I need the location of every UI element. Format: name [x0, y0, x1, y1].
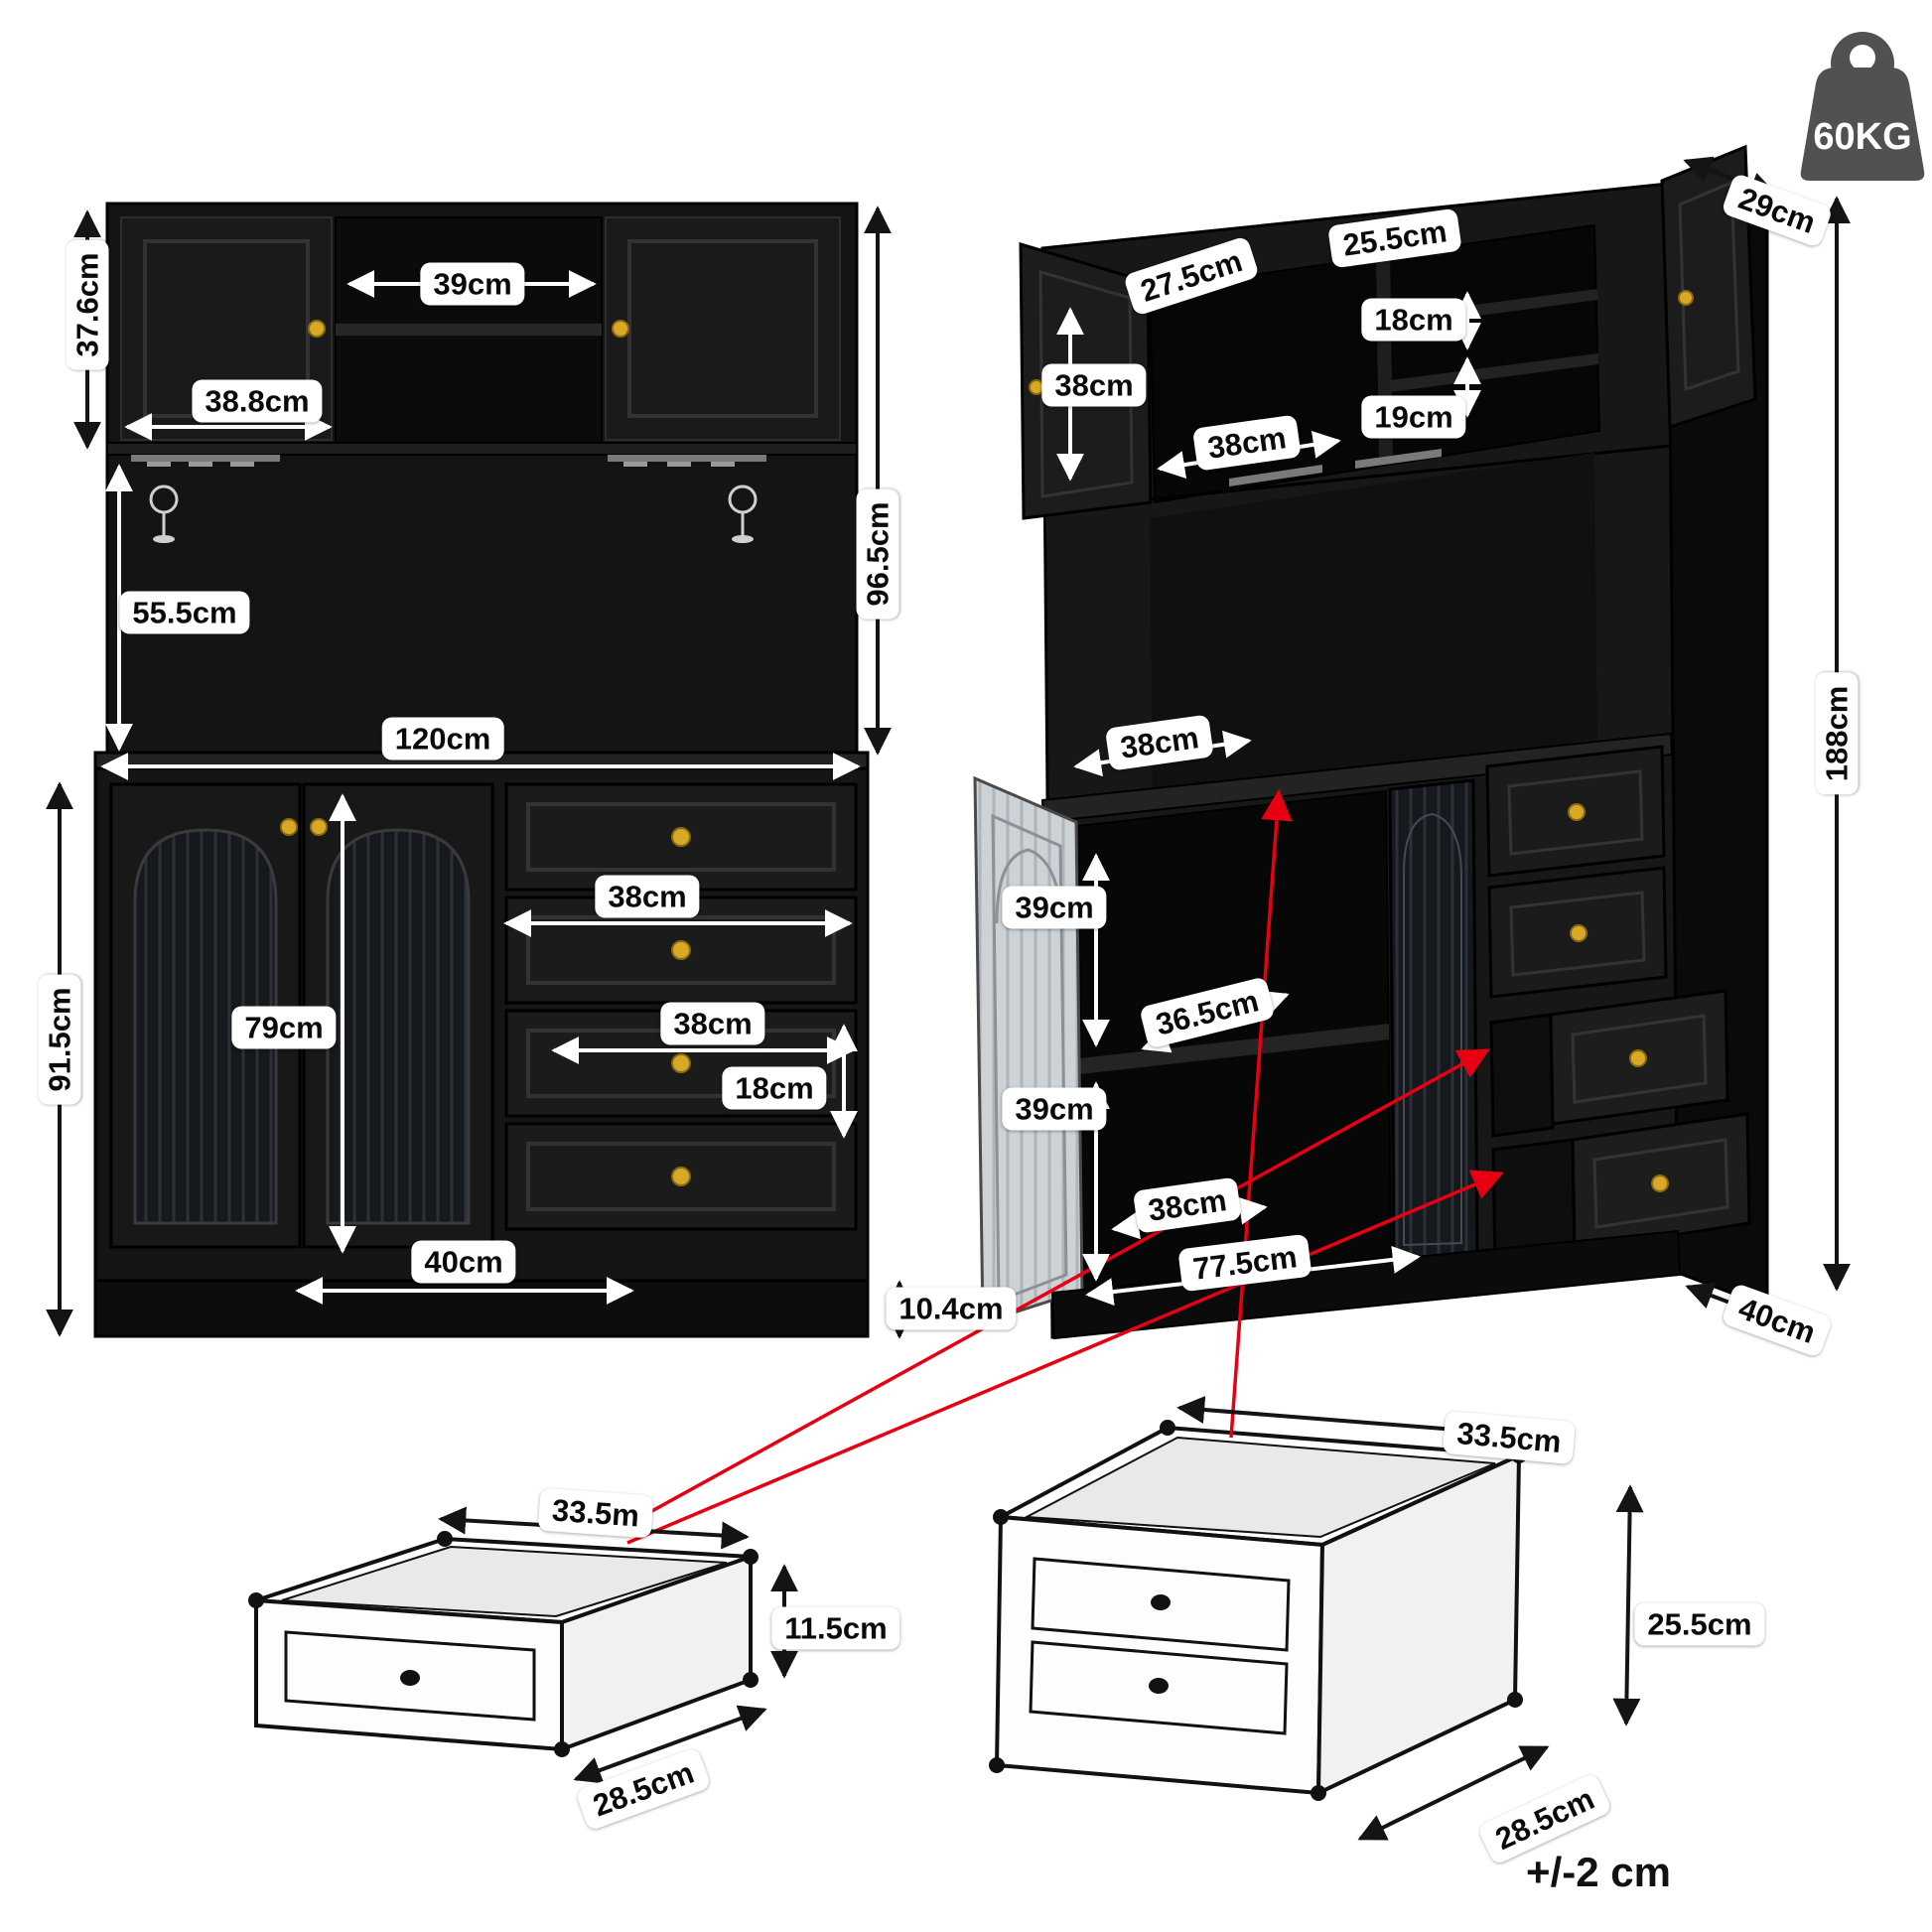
- hutch-right-door-open: [1660, 144, 1757, 430]
- drawer-knob: [671, 1167, 691, 1186]
- tolerance-note: +/-2 cm: [1526, 1849, 1671, 1895]
- drawer-front: [1487, 866, 1668, 999]
- drawer-pulled-out: [1491, 1112, 1751, 1265]
- dim-arrow-large-drawer-depth: [1357, 1745, 1550, 1841]
- drawer-front-panel: [1029, 1640, 1289, 1735]
- open-back-panel: [1150, 453, 1597, 806]
- hutch-bottom-board: [106, 442, 858, 456]
- drawer-knob: [1570, 924, 1587, 942]
- drawer-knob: [1568, 803, 1586, 821]
- drawer-knob: [1629, 1049, 1647, 1067]
- drawer-front-panel: [284, 1630, 536, 1722]
- drawer-knob: [671, 827, 691, 847]
- large-drawer-detail: [989, 1420, 1527, 1801]
- drawer-front: [504, 896, 858, 1005]
- drawer-knob: [671, 940, 691, 960]
- drawer-knob: [400, 1670, 420, 1686]
- door-knob: [308, 320, 326, 338]
- drawer-callout-lines: [619, 788, 1504, 1545]
- weight-capacity-icon: 60KG: [1800, 32, 1925, 181]
- hutch-open-shelf: [335, 216, 603, 451]
- wine-glass-icon: [728, 484, 758, 543]
- dim-arrow-large-drawer-height: [1612, 1484, 1644, 1726]
- door-knob: [612, 320, 629, 338]
- drawer-knob: [1149, 1678, 1169, 1694]
- drawer-knob: [1151, 1594, 1171, 1610]
- cabinet-open-view: [973, 144, 1769, 1340]
- drawer-knob: [1651, 1174, 1669, 1192]
- weight-capacity-label: 60KG: [1813, 116, 1911, 158]
- cabinet-front-view: [93, 202, 870, 1338]
- hutch-right-door: [605, 216, 841, 441]
- open-view-drawer-stack: [1485, 745, 1751, 1265]
- door-knob: [280, 818, 298, 836]
- drawer-knob: [671, 1053, 691, 1073]
- callout-line: [1229, 788, 1293, 1439]
- drawer-front: [1485, 745, 1666, 878]
- drawer-front-panel: [1031, 1557, 1291, 1652]
- small-drawer-detail: [248, 1531, 759, 1757]
- drawer-pulled-out: [1489, 989, 1729, 1138]
- wine-glass-rack-right: [608, 455, 766, 543]
- wine-glass-rack-left: [131, 455, 280, 543]
- drawer-front: [504, 1009, 858, 1118]
- lower-glass-door-right: [302, 782, 494, 1249]
- hutch-left-door-open: [1019, 241, 1153, 520]
- hutch-left-door: [120, 216, 333, 441]
- callout-line: [619, 1048, 1490, 1531]
- dim-arrow-small-drawer-width: [438, 1506, 750, 1550]
- door-knob: [1678, 290, 1694, 306]
- lower-glass-door-left: [109, 782, 302, 1249]
- lower-interior-open: [1076, 789, 1393, 1296]
- door-knob: [1029, 379, 1044, 395]
- callout-line: [626, 1170, 1504, 1545]
- door-knob: [310, 818, 328, 836]
- drawer-front: [504, 782, 858, 892]
- hutch-shelf: [1390, 353, 1598, 392]
- lower-glass-door-open: [973, 775, 1084, 1325]
- wine-glass-icon: [149, 484, 179, 543]
- drawer-front: [504, 1122, 858, 1231]
